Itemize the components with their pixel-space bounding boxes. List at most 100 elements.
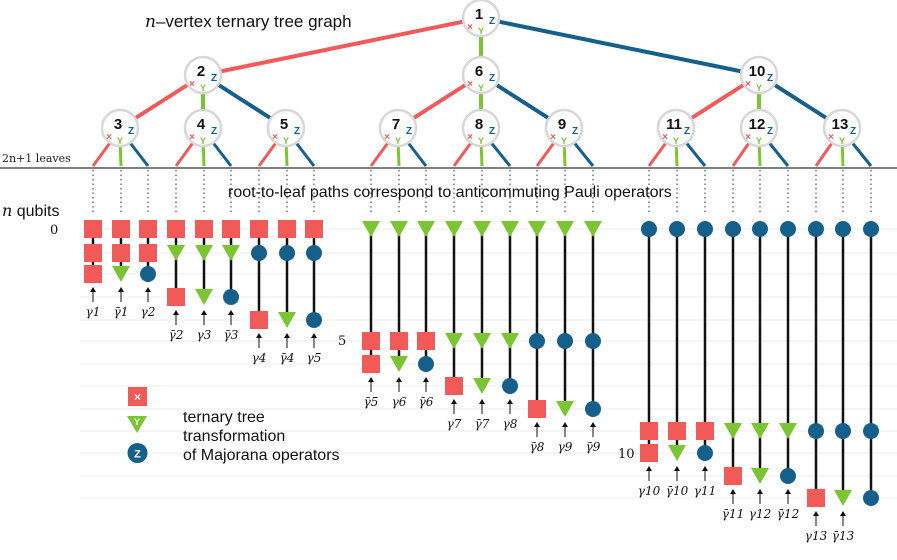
- majorana-label: γ̄10: [666, 484, 689, 498]
- pauli-x-square: [84, 220, 102, 238]
- diagram-title: n–vertex ternary tree graph: [145, 12, 352, 32]
- pauli-z-circle: [835, 221, 851, 237]
- node-x-letter: ×: [662, 132, 668, 143]
- operator-column: γ̄10: [666, 221, 689, 498]
- pauli-z-circle: [808, 423, 824, 439]
- tree-node-6: 6×YZ: [461, 55, 501, 95]
- legend-x-square: [128, 387, 147, 406]
- legend-line-3: of Majorana operators: [183, 447, 340, 464]
- pauli-x-square: [84, 265, 102, 283]
- pauli-x-square: [640, 444, 658, 462]
- node-ring: [461, 55, 501, 95]
- label-arrow-head: [451, 399, 457, 404]
- majorana-label: γ̄5: [364, 395, 379, 409]
- node-z-letter: Z: [294, 126, 300, 137]
- pauli-y-triangle: [362, 221, 380, 237]
- row-marker-0: 0: [50, 223, 58, 238]
- majorana-label: γ3: [197, 328, 212, 342]
- node-ring: [822, 108, 862, 148]
- label-arrow-head: [284, 333, 290, 338]
- label-arrow-head: [423, 377, 429, 382]
- label-arrow-head: [479, 399, 485, 404]
- leaf-edge: [848, 139, 873, 167]
- leaf-edge: [535, 139, 558, 167]
- pauli-x-square: [222, 220, 240, 238]
- node-number: 9: [558, 116, 566, 133]
- majorana-label: γ̄12: [777, 507, 799, 521]
- node-number: 2: [197, 63, 205, 80]
- leaf-edge: [731, 139, 753, 167]
- label-arrow-head: [730, 489, 736, 494]
- pauli-y-triangle: [278, 312, 296, 328]
- label-arrow-head: [228, 310, 234, 315]
- node-z-letter: Z: [406, 126, 412, 137]
- pauli-y-triangle: [417, 221, 435, 237]
- pauli-x-square: [112, 220, 130, 238]
- node-y-letter: Y: [200, 83, 206, 93]
- node-x-letter: ×: [467, 79, 473, 90]
- node-z-letter: Z: [211, 126, 217, 137]
- legend-z-circle: [127, 443, 148, 463]
- majorana-label: γ̄4: [280, 351, 295, 365]
- pauli-z-circle: [780, 221, 796, 237]
- pauli-z-circle: [529, 333, 545, 349]
- leaf-edge: [257, 139, 280, 167]
- operator-column: γ̄13: [832, 221, 855, 543]
- node-z-letter: Z: [489, 73, 495, 84]
- majorana-label: γ̄7: [475, 417, 490, 431]
- legend-y-letter: Y: [134, 417, 140, 427]
- pauli-y-triangle: [195, 289, 213, 305]
- pauli-x-square: [724, 467, 742, 485]
- row-marker-5: 5: [338, 334, 346, 349]
- leaf-edge: [91, 139, 114, 167]
- label-arrow-head: [173, 310, 179, 315]
- node-x-letter: ×: [467, 132, 473, 143]
- legend: × Y Z ternary tree transformation of Maj…: [127, 387, 340, 464]
- majorana-label: γ̄2: [169, 328, 184, 342]
- node-ring: [100, 108, 140, 148]
- leaf-edge: [369, 139, 392, 167]
- pauli-z-circle: [669, 221, 685, 237]
- node-number: 13: [832, 116, 849, 133]
- node-x-letter: ×: [745, 79, 751, 90]
- node-ring: [656, 108, 696, 148]
- operator-column: γ10: [638, 221, 661, 498]
- operator-column: [863, 221, 879, 506]
- pauli-y-triangle: [195, 245, 213, 261]
- node-ring: [739, 108, 779, 148]
- node-ring: [378, 108, 418, 148]
- pauli-z-circle: [641, 221, 657, 237]
- majorana-label: γ̄9: [586, 440, 601, 454]
- pauli-y-triangle: [222, 245, 240, 261]
- operator-column: γ4: [250, 220, 268, 365]
- pauli-y-triangle: [584, 221, 602, 237]
- node-number: 3: [114, 116, 122, 133]
- node-number: 7: [392, 116, 400, 133]
- pauli-z-circle: [863, 490, 879, 506]
- pauli-y-triangle: [473, 333, 491, 349]
- node-x-letter: ×: [467, 22, 473, 33]
- legend-line-1: ternary tree: [183, 409, 265, 426]
- majorana-label: γ4: [252, 351, 267, 365]
- node-x-letter: ×: [189, 132, 195, 143]
- node-ring: [461, 0, 501, 38]
- label-arrow-head: [145, 287, 151, 292]
- pauli-x-square: [167, 288, 185, 306]
- leaf-edge: [452, 139, 475, 167]
- node-ring: [266, 108, 306, 148]
- label-arrow-head: [368, 377, 374, 382]
- pauli-y-triangle: [167, 245, 185, 261]
- label-arrow-head: [507, 399, 513, 404]
- node-y-letter: Y: [673, 136, 679, 146]
- pauli-y-triangle: [390, 221, 408, 237]
- pauli-y-triangle: [556, 221, 574, 237]
- leaf-edge: [209, 139, 233, 167]
- node-x-letter: ×: [106, 132, 112, 143]
- pauli-x-square: [84, 244, 102, 262]
- majorana-label: γ7: [447, 417, 462, 431]
- pauli-z-circle: [140, 266, 156, 282]
- pauli-x-square: [362, 332, 380, 350]
- pauli-z-circle: [808, 221, 824, 237]
